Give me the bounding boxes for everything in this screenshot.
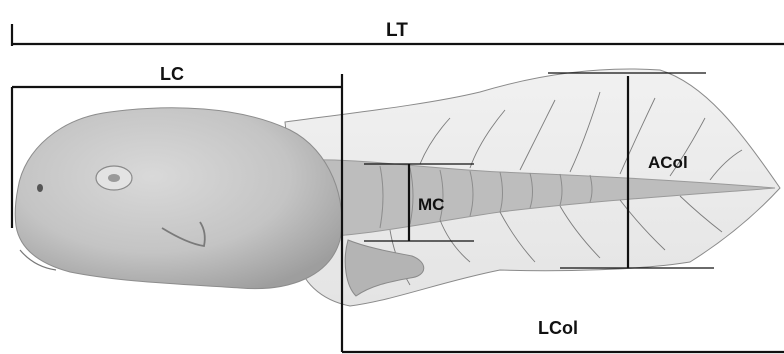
label-mc: MC <box>418 195 444 214</box>
tadpole-body <box>15 108 342 289</box>
label-lc: LC <box>160 64 184 84</box>
label-lt: LT <box>386 20 408 41</box>
label-acol: ACol <box>648 153 688 172</box>
nostril <box>37 184 43 192</box>
label-lcol: LCol <box>538 318 578 338</box>
eye-pupil <box>108 174 120 182</box>
